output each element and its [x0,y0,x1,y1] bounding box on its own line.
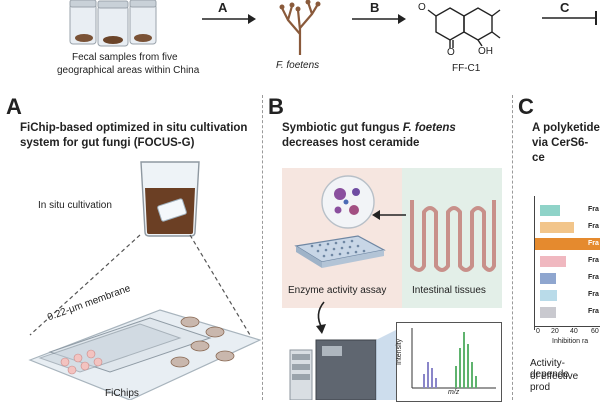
fichips-plate-icon [28,309,262,400]
beaker-icon [140,161,200,237]
panel-c-title-line2: via CerS6-ce [532,137,589,164]
panel-b-letter: B [268,94,284,119]
ms-y-axis-label: Intensity [396,338,403,365]
lcms-instrument-icon [289,330,396,400]
panel-b-title-species: F. foetens [402,122,456,134]
arrow-b-label: B [370,0,380,15]
fungus-icon [279,0,321,55]
intestinal-tissue-label: Intestinal tissues [412,285,486,296]
bar-label-3: Fra [588,240,599,247]
ms-spectrum-chart [411,328,496,389]
zoom-dashed-lines [29,234,251,336]
bar-fraction-6 [540,290,557,301]
compound-label: FF-C1 [452,63,481,74]
compound-oh: OH [478,46,493,57]
fecal-caption-line1: Fecal samples from five [72,52,178,63]
divider-a-b [262,95,263,400]
compound-o-bottom: O [447,47,455,58]
bar-label-5: Fra [588,274,599,281]
enzyme-assay-label: Enzyme activity assay [288,285,387,296]
panel-b-title-prefix: Symbiotic gut fungus [282,122,400,134]
fecal-caption-line2: geographical areas within China [57,65,200,76]
fungus-label: F. foetens [276,60,320,71]
bar-label-2: Fra [588,223,599,230]
arrow-b-icon [352,14,406,24]
tissue-to-assay-arrow-icon [372,210,406,220]
bar-fraction-5 [540,273,556,284]
ms-spectrum-box [396,322,502,402]
axis-tick-60: 60 [591,328,599,335]
panel-a-title-line2: system for gut fungi (FOCUS-G) [20,137,195,149]
well-plate-icon [294,235,386,268]
bar-fraction-1 [540,205,560,216]
panel-c-caption-line2: of effective prod [530,371,579,393]
insitu-label: In situ cultivation [38,200,112,211]
panel-b-title-line2: decreases host ceramide [282,137,420,149]
panel-a-letter: A [6,94,22,119]
assay-to-ms-arrow-icon [316,301,326,334]
bar-label-1: Fra [588,206,599,213]
axis-tick-20: 20 [551,328,559,335]
inhibition-chart-frame [534,196,600,330]
fecal-sample-jars-icon [69,0,157,47]
bar-label-6: Fra [588,291,599,298]
inhibition-x-axis [534,326,600,327]
panel-a-title-line1: FiChip-based optimized in situ cultivati… [20,122,248,134]
divider-b-c [512,95,513,400]
arrow-a-icon [202,14,256,24]
bar-label-4: Fra [588,257,599,264]
bar-label-7: Fra [588,308,599,315]
arrow-a-label: A [218,0,228,15]
bar-fraction-3 [535,238,600,250]
ms-x-axis-label: m/z [448,389,460,396]
arrow-c-inhibition-icon [542,11,597,25]
intestinal-villi-icon [410,200,496,272]
bar-fraction-7 [540,307,556,318]
panel-b-title-line1: Symbiotic gut fungus F. foetens [282,121,456,136]
panel-c-letter: C [518,94,534,119]
compound-structure-icon [427,7,501,48]
panel-c-title-line1: A polyketide [532,122,600,134]
axis-tick-40: 40 [570,328,578,335]
bar-fraction-4 [540,256,566,267]
arrow-c-label: C [560,0,570,15]
top-strip: Fecal samples from five geographical are… [0,0,600,90]
axis-tick-0: 0 [536,328,540,335]
bar-fraction-2 [540,222,574,233]
compound-o-top: O [418,2,426,13]
fichips-label: FiChips [105,388,139,399]
panel-c-caption-line1: Activity-depende [530,358,569,380]
inhibition-axis-label: Inhibition ra [552,338,589,345]
culture-sphere-icon [321,175,375,229]
